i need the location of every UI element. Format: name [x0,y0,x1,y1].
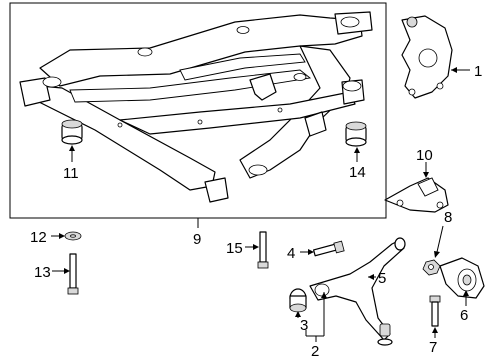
callout-6: 6 [460,307,468,324]
callout-7: 7 [429,339,437,356]
callout-5: 5 [378,270,386,287]
callout-10: 10 [416,147,433,164]
bushing-14-icon [345,121,367,147]
bushing-11-icon [61,119,83,145]
lower-control-arm-icon [309,237,406,346]
callout-11: 11 [63,165,79,182]
steering-knuckle-icon [401,15,453,99]
callout-3: 3 [300,317,308,334]
callout-8: 8 [444,209,452,226]
callout-15: 15 [226,240,243,257]
bolt-4-icon [312,240,345,257]
callout-13: 13 [34,264,51,281]
callout-14: 14 [349,164,366,181]
bolt-13-icon [67,253,79,295]
bolt-15-icon [257,231,269,269]
callout-2: 2 [311,343,319,360]
bushing-3-icon [289,288,307,313]
bracket-10-icon [384,177,449,213]
bushing-6-icon [439,257,485,299]
nut-8-icon [422,259,441,276]
bolt-7-icon [429,295,441,327]
leader-lines [51,67,470,342]
callout-9: 9 [193,231,201,248]
washer-12-icon [64,231,82,241]
callout-12: 12 [30,229,47,246]
callout-4: 4 [287,245,295,262]
callout-1: 1 [474,63,482,80]
